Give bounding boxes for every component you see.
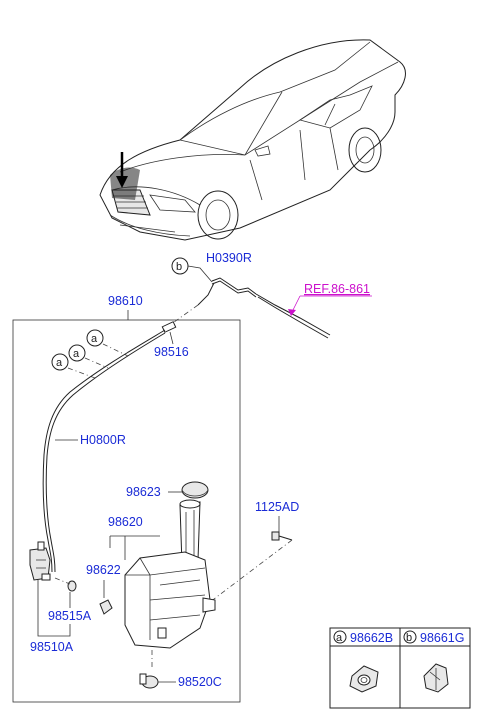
sensor-98520c [139,650,176,689]
nut-98622 [99,599,113,615]
legend-a-letter: a [336,632,343,644]
label-h0800r: H0800R [80,433,126,447]
bolt-1125ad: 1125AD [209,500,299,603]
assembly-frame [12,319,241,703]
label-98520c: 98520C [178,675,222,689]
upper-hose-group: b H0390R REF.86-861 [169,251,372,339]
label-98510a: 98510A [30,640,74,654]
legend-98661g: 98661G [420,631,464,645]
washer-hose-h0800r: H0800R [42,329,166,573]
label-98623: 98623 [126,485,161,499]
label-98620: 98620 [108,515,143,529]
label-1125ad: 1125AD [255,500,299,514]
legend-98662b: 98662B [350,631,393,645]
cap-98623 [168,481,209,499]
label-98516: 98516 [154,345,189,359]
clip-b-drawing [423,663,449,693]
label-98515a: 98515A [48,609,92,623]
legend-b-letter: b [406,632,412,644]
grommet-98515a [54,577,77,592]
clip-a-drawing [349,665,379,693]
callouts-a: a a a [51,329,129,379]
reservoir-98620 [124,499,216,649]
legend-table: a 98662B b 98661G [329,627,471,709]
callout-b-letter: b [176,261,182,273]
ref-86-861: REF.86-861 [304,282,370,296]
pump-98510a [29,541,51,581]
car-illustration [99,39,406,241]
label-h0390r: H0390R [206,251,252,265]
svg-text:a: a [91,333,98,345]
connector-98516: 98516 [154,321,189,359]
svg-text:a: a [56,357,63,369]
label-98610: 98610 [108,294,143,308]
svg-text:a: a [73,348,80,360]
label-98622: 98622 [86,563,121,577]
